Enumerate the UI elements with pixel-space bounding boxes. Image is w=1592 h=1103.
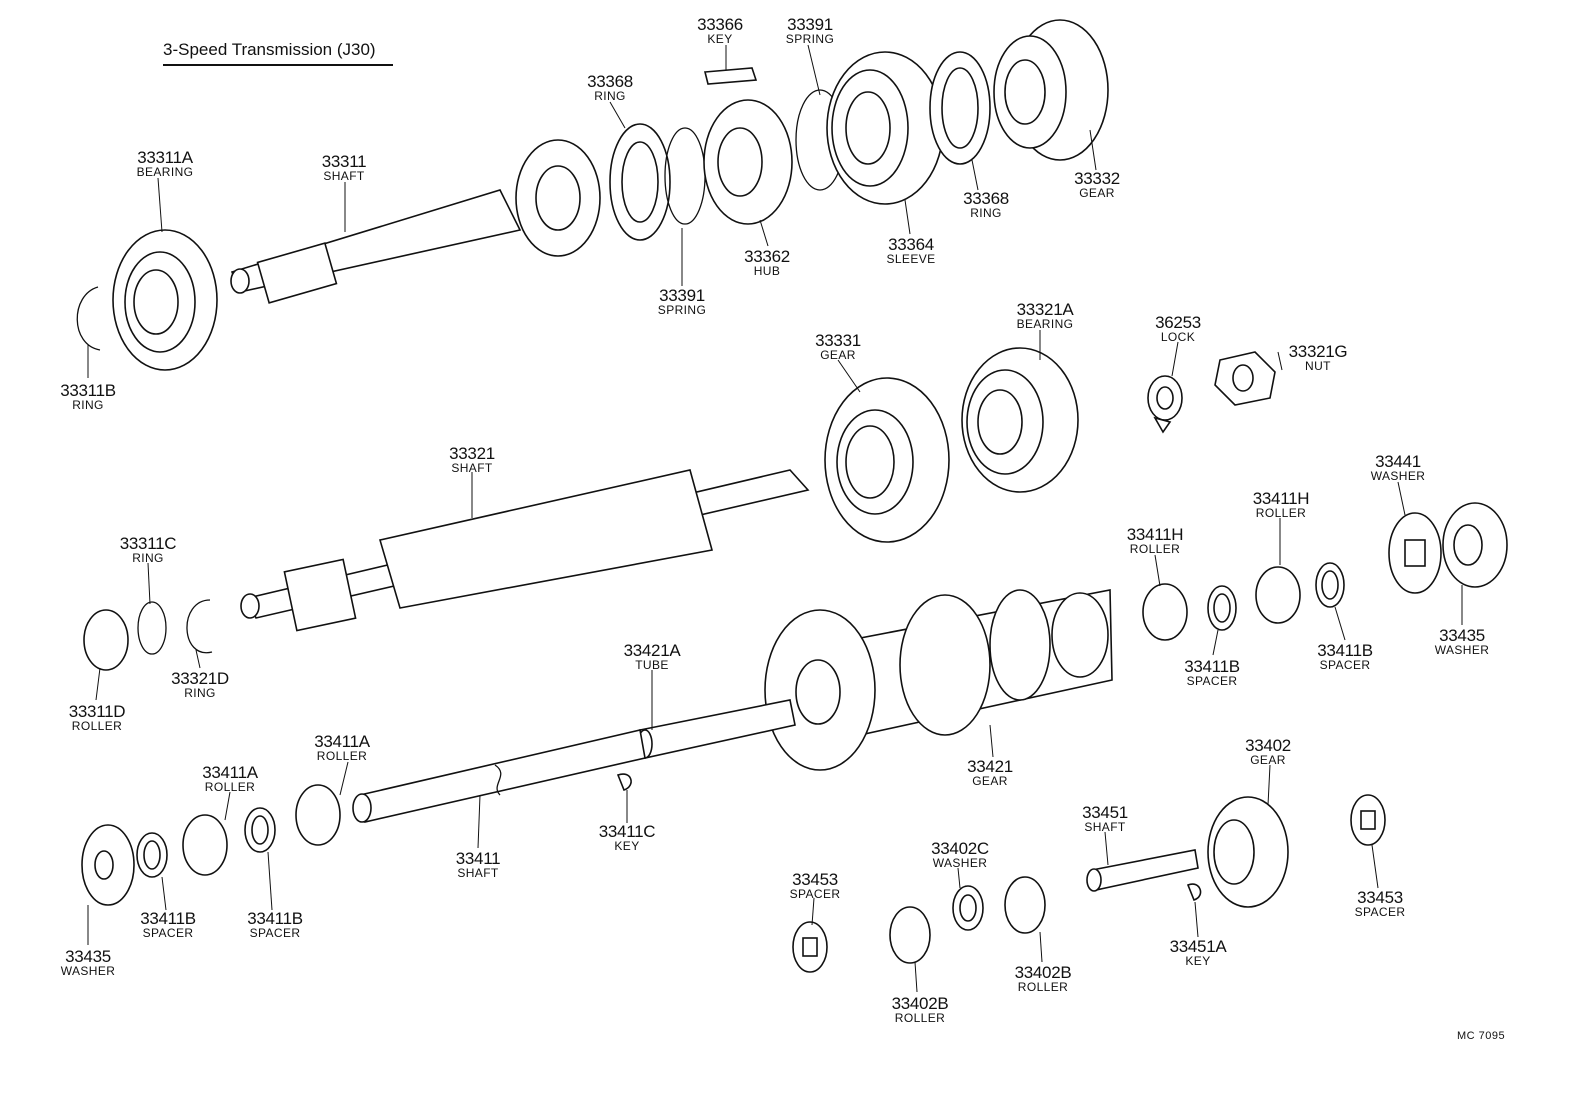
roller-33402B-1 <box>889 906 931 964</box>
washer-33402C <box>952 885 984 931</box>
ring-33311C <box>137 601 167 655</box>
roller-33311D <box>83 609 129 671</box>
spacer-33411B-4 <box>136 832 168 878</box>
hub-33362 <box>703 99 793 225</box>
diagram-title: 3-Speed Transmission (J30) <box>163 40 393 66</box>
gear-33402 <box>1207 796 1289 908</box>
bearing-33311A <box>112 229 218 371</box>
washer-33435-left <box>81 824 135 906</box>
synchro-ring-33368-rear <box>929 51 991 165</box>
washer-33435-right <box>1442 502 1508 588</box>
nut-33321G <box>1214 351 1276 406</box>
leader-lines <box>87 44 1463 993</box>
gear-33332 <box>993 19 1109 161</box>
ring-33321D <box>186 599 213 654</box>
roller-33411A-1 <box>295 784 341 846</box>
roller-33411H-1 <box>1142 583 1188 641</box>
synchro-ring-33368-front <box>609 123 671 241</box>
input-shaft-33311 <box>230 139 601 304</box>
roller-33402B-2 <box>1004 876 1046 934</box>
spacer-33453-right <box>1350 794 1386 846</box>
roller-33411H-2 <box>1255 566 1301 624</box>
snap-ring-33311B <box>76 286 101 351</box>
shaft-33411 <box>352 729 646 823</box>
spacer-33411B-2 <box>1315 562 1345 608</box>
sleeve-33364 <box>826 51 944 205</box>
lock-36253 <box>1147 375 1183 434</box>
bearing-33321A <box>961 347 1079 493</box>
key-33451A <box>1186 883 1202 901</box>
key-33411C <box>616 773 632 791</box>
key-33366 <box>703 67 758 85</box>
gear-33421 <box>764 589 1113 771</box>
shaft-33451 <box>1086 849 1199 892</box>
spring-33391-front <box>664 127 706 225</box>
shaft-33321 <box>240 469 810 632</box>
spacer-33453-left <box>792 921 828 973</box>
washer-33441 <box>1388 512 1442 594</box>
spacer-33411B-1 <box>1207 585 1237 631</box>
gear-33331 <box>824 377 950 543</box>
drawing-code: MC 7095 <box>1457 1030 1506 1042</box>
spacer-33411B-3 <box>244 807 276 853</box>
roller-33411A-2 <box>182 814 228 876</box>
tube-33421A <box>637 699 796 759</box>
